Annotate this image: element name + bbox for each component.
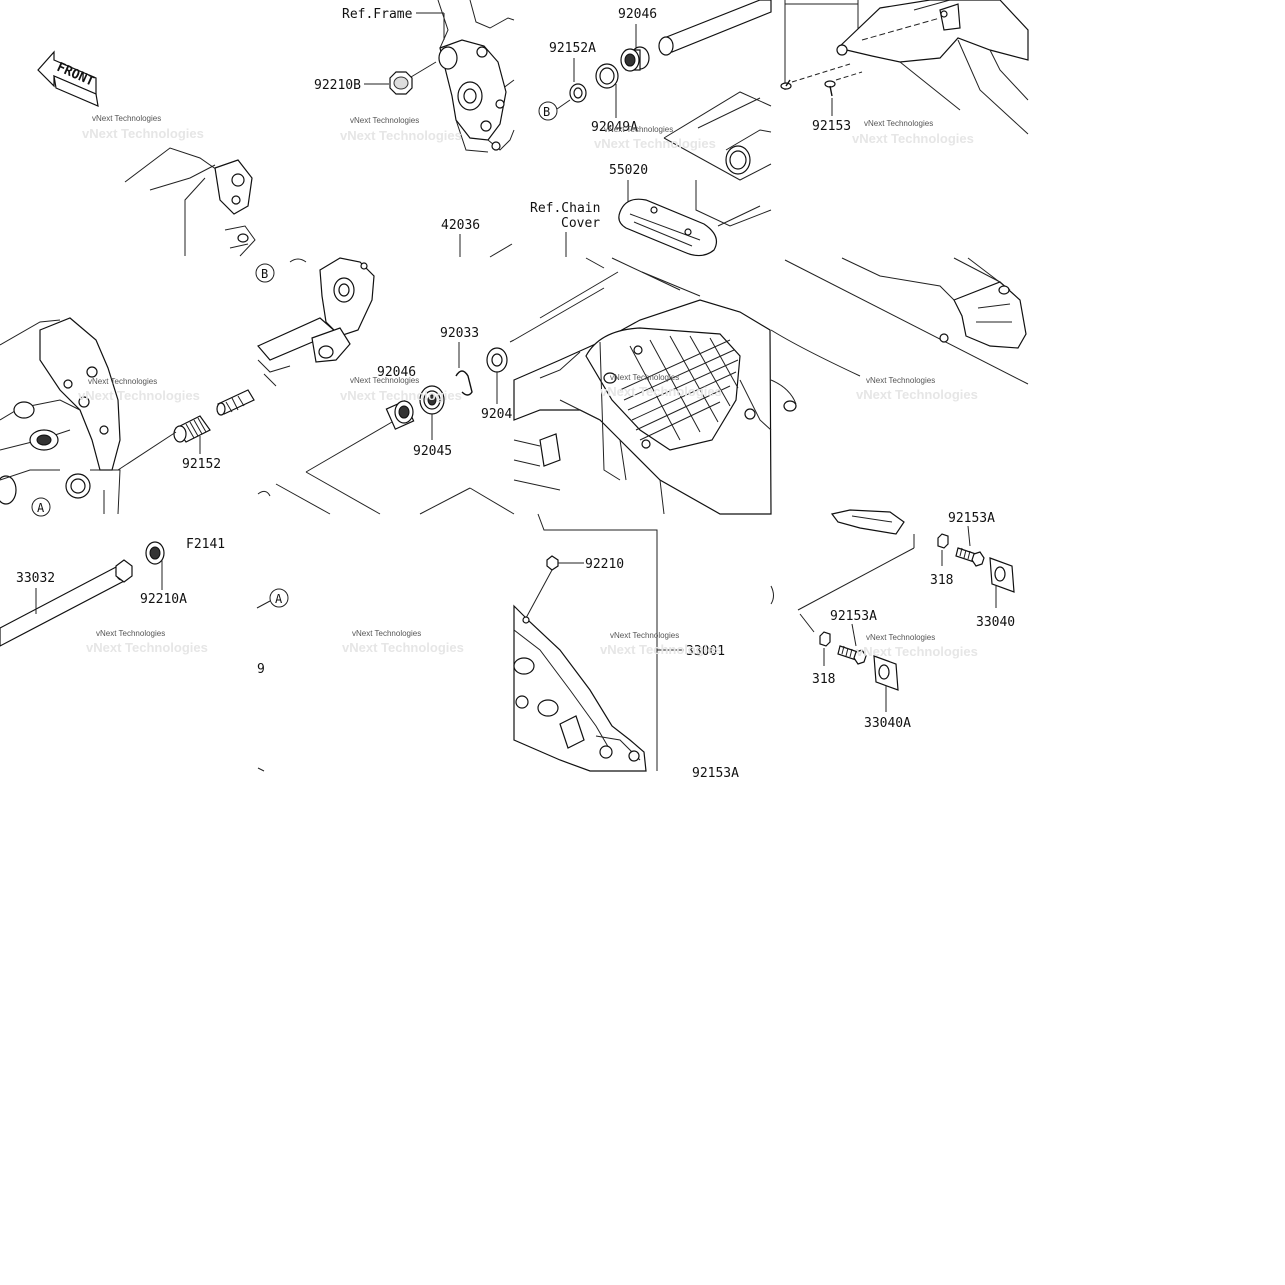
label-92045: 92045	[413, 444, 452, 459]
watermark: vNext Technologies	[96, 629, 165, 638]
label-33040A: 33040A	[864, 716, 911, 731]
watermark-shadow: vNext Technologies	[78, 388, 200, 403]
tile-pivot-bearings: 92046 92152A 92049A B 5502	[441, 0, 771, 257]
label-92210: 92210	[585, 557, 624, 572]
nut-318-mid	[820, 632, 830, 646]
screw-92153	[825, 81, 835, 96]
needle-bearing-92046-mid	[386, 401, 413, 429]
watermark-shadow: vNext Technologies	[340, 388, 462, 403]
label-92153A-bottom: 92153A	[692, 766, 739, 781]
front-arrow-icon: FRONT	[38, 52, 98, 106]
label-42036: 42036	[441, 218, 480, 233]
label-33040: 33040	[976, 615, 1015, 630]
tile-frame-pivot: Ref.Frame 92210B vNext Technologies vNex…	[314, 0, 514, 152]
watermark: vNext Technologies	[610, 373, 679, 382]
tile-swingarm-side: 33001 92210 92153A vNext Technologies vN…	[514, 514, 739, 781]
watermark: vNext Technologies	[88, 377, 157, 386]
callout-A-low: A	[275, 592, 283, 606]
tile-chain-adjusters: 92153A 318 33040 92153A 318	[771, 510, 1015, 731]
watermark: vNext Technologies	[604, 125, 673, 134]
watermark: vNext Technologies	[866, 633, 935, 642]
watermark-shadow: vNext Technologies	[852, 131, 974, 146]
label-92152: 92152	[182, 457, 221, 472]
ref-chain-cover-label-1: Ref.Chain	[530, 201, 600, 216]
label-92046-mid: 92046	[377, 365, 416, 380]
bolt-right	[956, 548, 984, 566]
plate-33040	[990, 558, 1014, 592]
watermark-shadow: vNext Technologies	[594, 136, 716, 151]
nut-92210B	[390, 62, 436, 94]
watermark: vNext Technologies	[610, 631, 679, 640]
watermark-shadow: vNext Technologies	[82, 126, 204, 141]
watermark-shadow: vNext Technologies	[86, 640, 208, 655]
label-33032: 33032	[16, 571, 55, 586]
figure-code: F2141	[186, 537, 225, 552]
mesh-pattern	[620, 336, 738, 440]
callout-B-mid: B	[261, 267, 268, 281]
needle-bearing-92046	[621, 47, 649, 71]
nipple-92210	[547, 556, 558, 570]
callout-A: A	[37, 501, 45, 515]
pivot-shaft-33032	[0, 560, 132, 646]
label-318-right: 318	[930, 573, 953, 588]
label-9204-partial: 9204	[481, 407, 512, 422]
label-92153-top: 92153	[812, 119, 851, 134]
ref-chain-cover-label-2: Cover	[561, 216, 600, 231]
label-92152A: 92152A	[549, 41, 596, 56]
watermark: vNext Technologies	[352, 629, 421, 638]
ball-bearing-92045	[420, 386, 444, 414]
circlip-92033	[456, 371, 472, 395]
tile-frame-left: A 92152 vNext Technologies vNext Technol…	[0, 318, 254, 516]
watermark: vNext Technologies	[350, 376, 419, 385]
tile-pivot-mid: B 92046 92045 92033	[256, 258, 514, 514]
callout-B: B	[543, 105, 550, 119]
watermark-shadow: vNext Technologies	[856, 644, 978, 659]
label-55020: 55020	[609, 163, 648, 178]
watermark-shadow: vNext Technologies	[600, 384, 722, 399]
ref-frame-label: Ref.Frame	[342, 7, 413, 22]
label-92049A: 92049A	[591, 120, 638, 135]
label-92210A: 92210A	[140, 592, 187, 607]
tile-chain-guide: vNext Technologies vNext Technologies	[771, 258, 1028, 411]
watermark: vNext Technologies	[350, 116, 419, 125]
watermark-shadow: vNext Technologies	[600, 642, 722, 657]
plate-33040A	[874, 656, 898, 690]
watermark-shadow: vNext Technologies	[340, 128, 462, 143]
watermark: vNext Technologies	[864, 119, 933, 128]
watermark: vNext Technologies	[866, 376, 935, 385]
label-92046-top: 92046	[618, 7, 657, 22]
label-318-mid: 318	[812, 672, 835, 687]
label-33001: 33001	[686, 644, 725, 659]
tile-swingarm-top: 92153 vNext Technologies vNext Technolog…	[781, 0, 1028, 146]
bolt-mid	[838, 646, 866, 664]
chain-slider-55020	[619, 199, 717, 255]
tile-callout-a: A 9 vNext Technologies vNext Technologie…	[257, 589, 464, 771]
tile-front-indicator: FRONT	[38, 52, 255, 256]
seal-9204x	[487, 348, 507, 372]
label-92153A-mid: 92153A	[830, 609, 877, 624]
threaded-collar-92152	[174, 416, 210, 442]
label-9-partial: 9	[257, 662, 265, 677]
tile-swingarm-body: vNext Technologies vNext Technologies	[514, 258, 771, 514]
label-92153A-right: 92153A	[948, 511, 995, 526]
label-92210B: 92210B	[314, 78, 361, 93]
watermark-shadow: vNext Technologies	[856, 387, 978, 402]
watermark-shadow: vNext Technologies	[342, 640, 464, 655]
watermark: vNext Technologies	[92, 114, 161, 123]
screw-left	[781, 80, 791, 89]
label-92033: 92033	[440, 326, 479, 341]
pivot-threaded-end	[217, 390, 254, 415]
nut-318-right	[938, 534, 948, 548]
nut-92210A	[146, 542, 164, 564]
frame-fragment-top-left	[125, 148, 255, 256]
tile-pivot-shaft: F2141 33032 92210A vNext Technologies vN…	[0, 537, 225, 655]
